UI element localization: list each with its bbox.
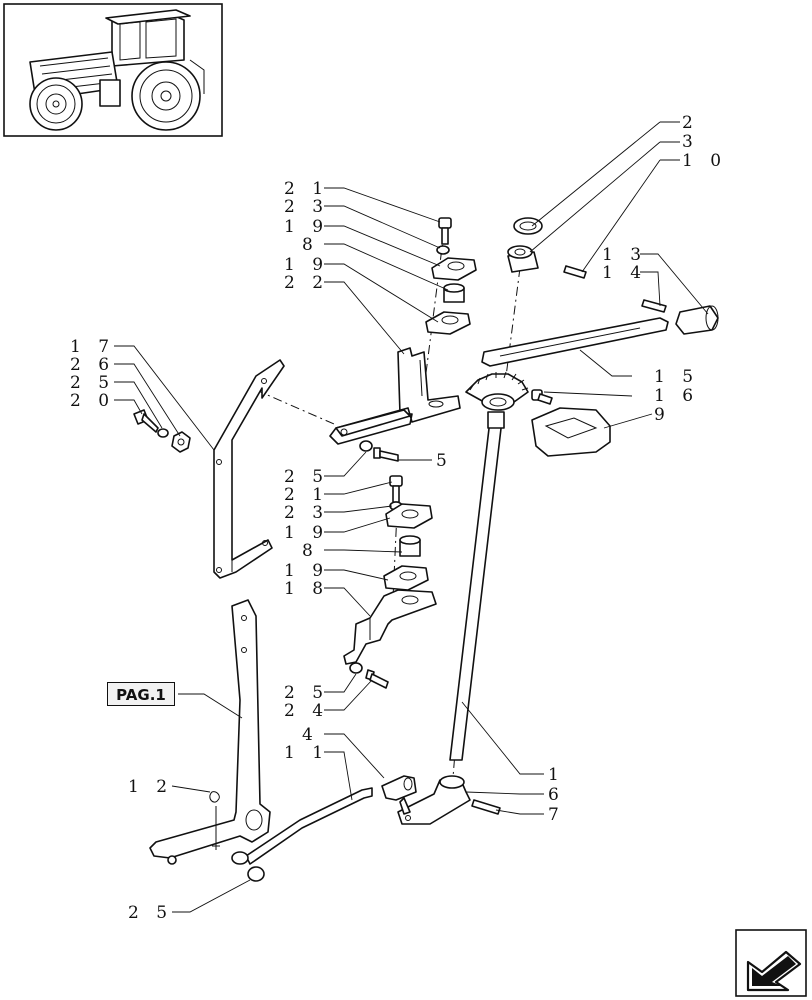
callout-6: 6 xyxy=(548,785,565,805)
callout-8-lower: 8 xyxy=(302,541,319,561)
shaft-1 xyxy=(449,371,529,761)
bracket-18 xyxy=(343,589,437,665)
screw-16 xyxy=(531,389,553,405)
bolt-20 xyxy=(133,409,159,433)
tractor-icon xyxy=(29,9,205,131)
callout-5: 5 xyxy=(436,451,453,471)
nut-26 xyxy=(171,431,191,453)
lower-pivot-assembly xyxy=(343,475,437,665)
lever-15 xyxy=(481,317,669,367)
washer-25-bottom xyxy=(247,866,265,882)
flange-19-upper-b xyxy=(425,311,471,335)
clip-2 xyxy=(513,217,543,235)
callout-25-lower: 2 5 xyxy=(284,683,329,703)
flange-19-lower-b xyxy=(383,565,429,591)
callout-8-upper: 8 xyxy=(302,235,319,255)
washer-25-mid xyxy=(359,440,373,452)
bushing-8-upper xyxy=(443,283,465,303)
callout-16: 1 6 xyxy=(654,386,699,406)
flange-19-lower-a xyxy=(385,503,433,529)
callout-20: 2 0 xyxy=(70,391,115,411)
gear-sector xyxy=(465,371,529,411)
callout-10: 1 0 xyxy=(682,151,727,171)
callout-19-lower-a: 1 9 xyxy=(284,523,329,543)
rod-11 xyxy=(231,787,373,865)
bolt-5 xyxy=(373,447,399,462)
bracket-22 xyxy=(329,347,461,445)
pag-1-reference[interactable]: PAG.1 xyxy=(107,682,175,706)
pin-10 xyxy=(563,265,587,279)
callout-21-upper: 2 1 xyxy=(284,179,329,199)
callout-1: 1 xyxy=(548,765,565,785)
callout-3: 3 xyxy=(682,132,699,152)
callout-18: 1 8 xyxy=(284,579,329,599)
washer-25-lower xyxy=(349,662,363,674)
callout-25-left: 2 5 xyxy=(70,373,115,393)
callout-19-upper-b: 1 9 xyxy=(284,255,329,275)
callout-24: 2 4 xyxy=(284,701,329,721)
callout-23-lower: 2 3 xyxy=(284,503,329,523)
pin-7 xyxy=(471,799,501,815)
flange-19-upper-a xyxy=(431,257,477,281)
guard-9 xyxy=(531,407,611,457)
pin-14 xyxy=(641,299,667,313)
callout-12: 1 2 xyxy=(128,777,173,797)
callout-17: 1 7 xyxy=(70,337,115,357)
next-page-arrow-icon[interactable] xyxy=(735,929,807,997)
callout-14: 1 4 xyxy=(602,263,647,283)
callout-25-mid: 2 5 xyxy=(284,467,329,487)
bolt-21-upper xyxy=(438,217,452,245)
bolt-21-lower xyxy=(389,475,403,503)
washer-25-left xyxy=(157,428,169,438)
bushing-3 xyxy=(507,245,539,273)
callout-25-bottom: 2 5 xyxy=(128,903,173,923)
callout-2: 2 xyxy=(682,113,699,133)
callout-13: 1 3 xyxy=(602,245,647,265)
callout-15: 1 5 xyxy=(654,367,699,387)
callout-19-lower-b: 1 9 xyxy=(284,561,329,581)
rod-end-4 xyxy=(381,775,417,815)
callout-21-lower: 2 1 xyxy=(284,485,329,505)
knob-13 xyxy=(675,305,719,335)
bolt-24 xyxy=(365,669,389,689)
callout-4: 4 xyxy=(302,725,319,745)
callout-26: 2 6 xyxy=(70,355,115,375)
callout-labels: 2 3 1 0 1 3 1 4 1 5 1 6 9 2 1 2 3 1 9 8 … xyxy=(70,113,727,923)
upper-pivot-assembly xyxy=(329,217,477,445)
callout-22: 2 2 xyxy=(284,273,329,293)
pedal-lever xyxy=(149,599,271,865)
base-6 xyxy=(397,775,471,825)
callout-9: 9 xyxy=(654,405,671,425)
callout-11: 1 1 xyxy=(284,743,329,763)
callout-7: 7 xyxy=(548,805,565,825)
bushing-8-lower xyxy=(399,535,421,557)
callout-23-upper: 2 3 xyxy=(284,197,329,217)
cotter-pin-12 xyxy=(209,791,220,850)
bracket-17 xyxy=(213,359,285,579)
tractor-thumbnail xyxy=(3,3,223,137)
callout-19-upper-a: 1 9 xyxy=(284,217,329,237)
leader-lines xyxy=(114,121,709,913)
